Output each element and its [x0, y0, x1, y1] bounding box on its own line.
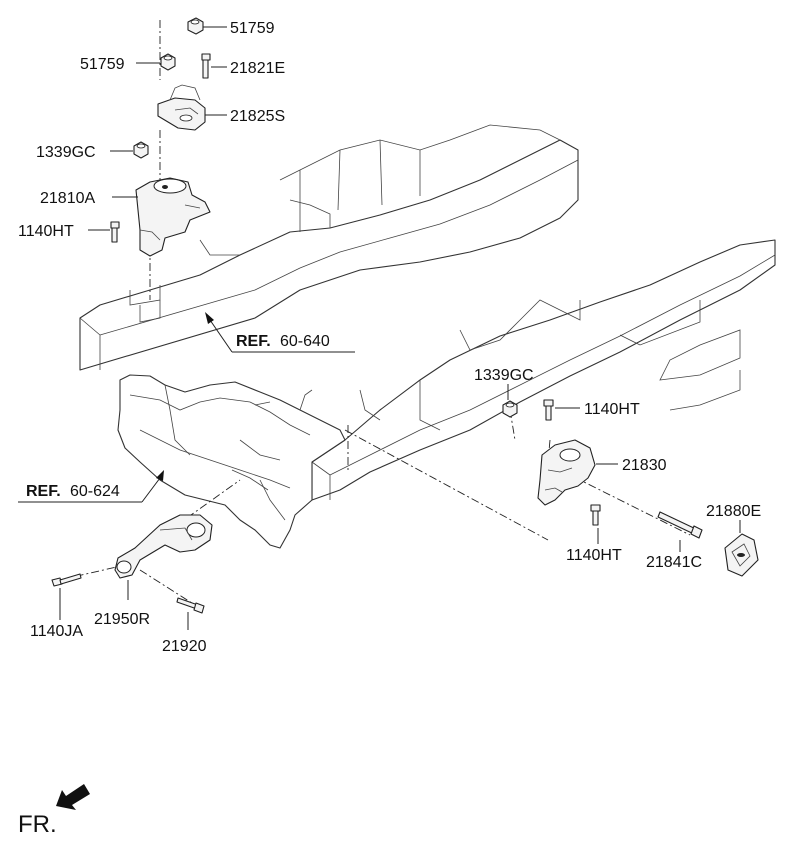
label-1140ht-right-top: 1140HT: [584, 401, 640, 418]
nut-51759-top: [187, 17, 204, 35]
label-21920: 21920: [162, 638, 207, 655]
label-21950r: 21950R: [94, 611, 150, 628]
bolt-21920: [176, 597, 205, 614]
label-21830: 21830: [622, 457, 667, 474]
bolt-1140ja: [51, 573, 82, 587]
bolt-1140ht-right-top: [543, 399, 554, 421]
nut-1339gc-right: [502, 400, 518, 418]
label-51759-left: 51759: [80, 56, 125, 73]
ref-upper-prefix: REF.: [236, 333, 271, 350]
label-21841c: 21841C: [646, 554, 702, 571]
label-21880e: 21880E: [706, 503, 761, 520]
label-1140ja: 1140JA: [30, 623, 83, 640]
front-label: FR.: [18, 811, 57, 838]
leader-lines: [59, 26, 741, 630]
bracket-21825s: [157, 84, 206, 131]
transmission-mount-21830: [537, 439, 596, 506]
upper-side-rail: [79, 124, 579, 371]
ref-lower-prefix: REF.: [26, 483, 61, 500]
label-51759-top: 51759: [230, 20, 275, 37]
label-1339gc-right: 1339GC: [474, 367, 534, 384]
bolt-1140ht-right-bottom: [590, 504, 601, 526]
engine-mount-21810a: [135, 177, 211, 257]
label-1140ht-left: 1140HT: [18, 223, 74, 240]
bolt-1140ht-left: [110, 221, 120, 243]
lower-side-rail: [311, 239, 776, 501]
nut-51759-left: [160, 53, 176, 71]
ref-upper-number: 60-640: [280, 333, 330, 350]
label-21821e: 21821E: [230, 60, 285, 77]
bolt-21841c: [657, 511, 703, 539]
front-direction-indicator: FR.: [18, 784, 90, 838]
subframe-crossmember: [117, 374, 346, 549]
label-1140ht-right-bottom: 1140HT: [566, 547, 622, 564]
ref-callout-lower[interactable]: REF. 60-624: [18, 470, 164, 503]
front-arrow-icon: [56, 784, 90, 810]
cover-21880e: [724, 533, 759, 577]
bolt-21821e: [201, 53, 211, 79]
label-21825s: 21825S: [230, 108, 285, 125]
center-line-upper-mount: [149, 20, 161, 300]
nut-1339gc-top: [133, 141, 149, 159]
label-21810a: 21810A: [40, 190, 95, 207]
roll-rod-21950r: [114, 514, 213, 579]
ref-callout-upper[interactable]: REF. 60-640: [205, 312, 355, 353]
label-1339gc-top: 1339GC: [36, 144, 96, 161]
ref-lower-number: 60-624: [70, 483, 120, 500]
